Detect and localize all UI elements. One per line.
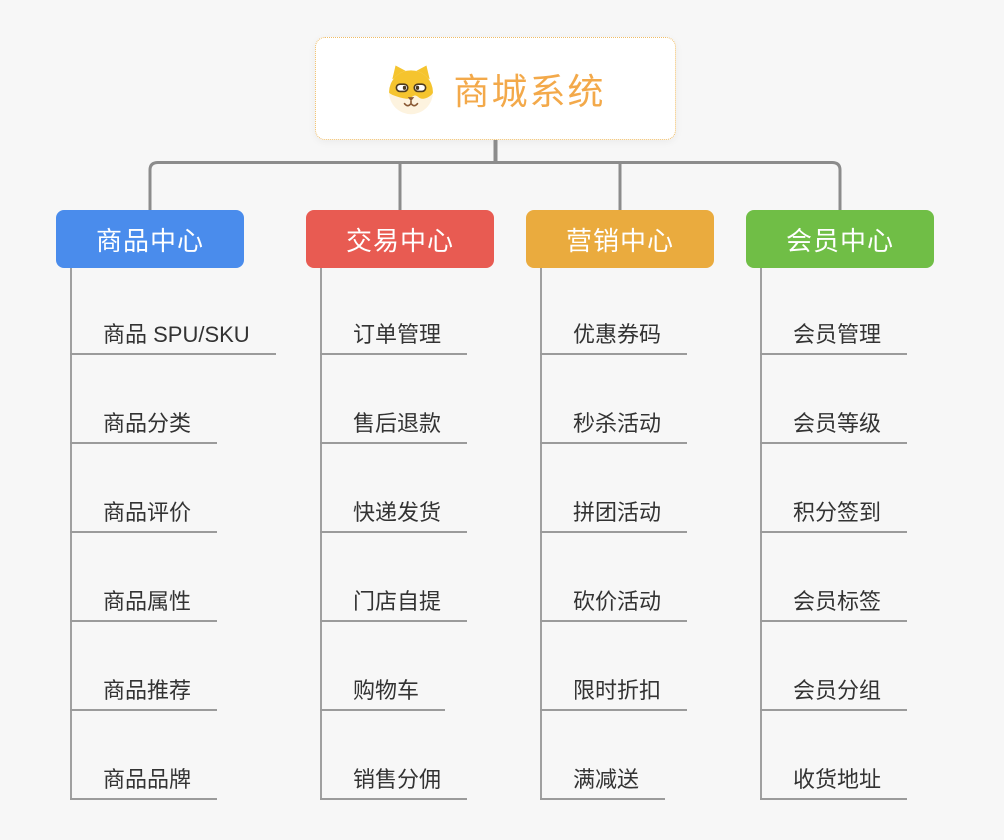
leaf-label: 商品分类	[103, 411, 192, 436]
leaf-label: 会员管理	[793, 322, 882, 347]
leaf-label: 优惠券码	[573, 322, 662, 347]
leaf-node[interactable]: 砍价活动	[540, 584, 688, 622]
leaf-node[interactable]: 售后退款	[320, 406, 468, 444]
leaf-label: 快递发货	[353, 500, 442, 525]
leaf-node[interactable]: 优惠券码	[540, 317, 688, 355]
leaf-node[interactable]: 订单管理	[320, 317, 468, 355]
leaf-label: 商品推荐	[103, 678, 192, 703]
leaf-node[interactable]: 销售分佣	[320, 762, 468, 800]
root-node[interactable]: 商城系统	[315, 37, 676, 140]
branch-trunk-line	[70, 268, 72, 800]
leaf-label: 门店自提	[353, 589, 442, 614]
leaf-label: 商品 SPU/SKU	[103, 322, 250, 347]
leaf-label: 砍价活动	[573, 589, 662, 614]
branch-node-4[interactable]: 会员中心	[746, 210, 934, 268]
leaf-label: 限时折扣	[573, 678, 662, 703]
leaf-label: 积分签到	[793, 500, 882, 525]
leaf-label: 商品品牌	[103, 767, 192, 792]
leaf-label: 购物车	[353, 678, 420, 703]
leaf-node[interactable]: 商品评价	[70, 495, 218, 533]
leaf-label: 订单管理	[353, 322, 442, 347]
leaf-label: 满减送	[573, 767, 640, 792]
leaf-node[interactable]: 商品推荐	[70, 673, 218, 711]
leaf-label: 销售分佣	[353, 767, 442, 792]
branch-label: 交易中心	[345, 225, 454, 256]
leaf-label: 会员分组	[793, 678, 882, 703]
tree-connector-lines	[148, 140, 842, 210]
leaf-node[interactable]: 商品 SPU/SKU	[70, 317, 276, 355]
leaf-label: 商品属性	[103, 589, 192, 614]
leaf-node[interactable]: 门店自提	[320, 584, 468, 622]
leaf-node[interactable]: 积分签到	[760, 495, 908, 533]
leaf-node[interactable]: 商品品牌	[70, 762, 218, 800]
branch-label: 营销中心	[565, 225, 674, 256]
branch-node-1[interactable]: 商品中心	[56, 210, 244, 268]
leaf-node[interactable]: 购物车	[320, 673, 446, 711]
leaf-node[interactable]: 秒杀活动	[540, 406, 688, 444]
leaf-node[interactable]: 会员等级	[760, 406, 908, 444]
leaf-label: 售后退款	[353, 411, 442, 436]
branch-node-2[interactable]: 交易中心	[306, 210, 494, 268]
leaf-node[interactable]: 拼团活动	[540, 495, 688, 533]
leaf-label: 收货地址	[793, 767, 882, 792]
leaf-node[interactable]: 满减送	[540, 762, 666, 800]
leaf-label: 会员等级	[793, 411, 882, 436]
branch-trunk-line	[760, 268, 762, 800]
branch-label: 会员中心	[785, 225, 894, 256]
branch-node-3[interactable]: 营销中心	[526, 210, 714, 268]
leaf-node[interactable]: 限时折扣	[540, 673, 688, 711]
branch-label: 商品中心	[95, 225, 204, 256]
shiba-dog-icon	[385, 61, 437, 117]
branch-trunk-line	[320, 268, 322, 800]
leaf-label: 商品评价	[103, 500, 192, 525]
leaf-node[interactable]: 商品分类	[70, 406, 218, 444]
leaf-label: 会员标签	[793, 589, 882, 614]
branch-trunk-line	[540, 268, 542, 800]
leaf-label: 拼团活动	[573, 500, 662, 525]
leaf-node[interactable]: 收货地址	[760, 762, 908, 800]
leaf-node[interactable]: 快递发货	[320, 495, 468, 533]
leaf-node[interactable]: 会员管理	[760, 317, 908, 355]
root-title: 商城系统	[453, 70, 606, 112]
leaf-label: 秒杀活动	[573, 411, 662, 436]
leaf-node[interactable]: 商品属性	[70, 584, 218, 622]
leaf-node[interactable]: 会员分组	[760, 673, 908, 711]
leaf-node[interactable]: 会员标签	[760, 584, 908, 622]
